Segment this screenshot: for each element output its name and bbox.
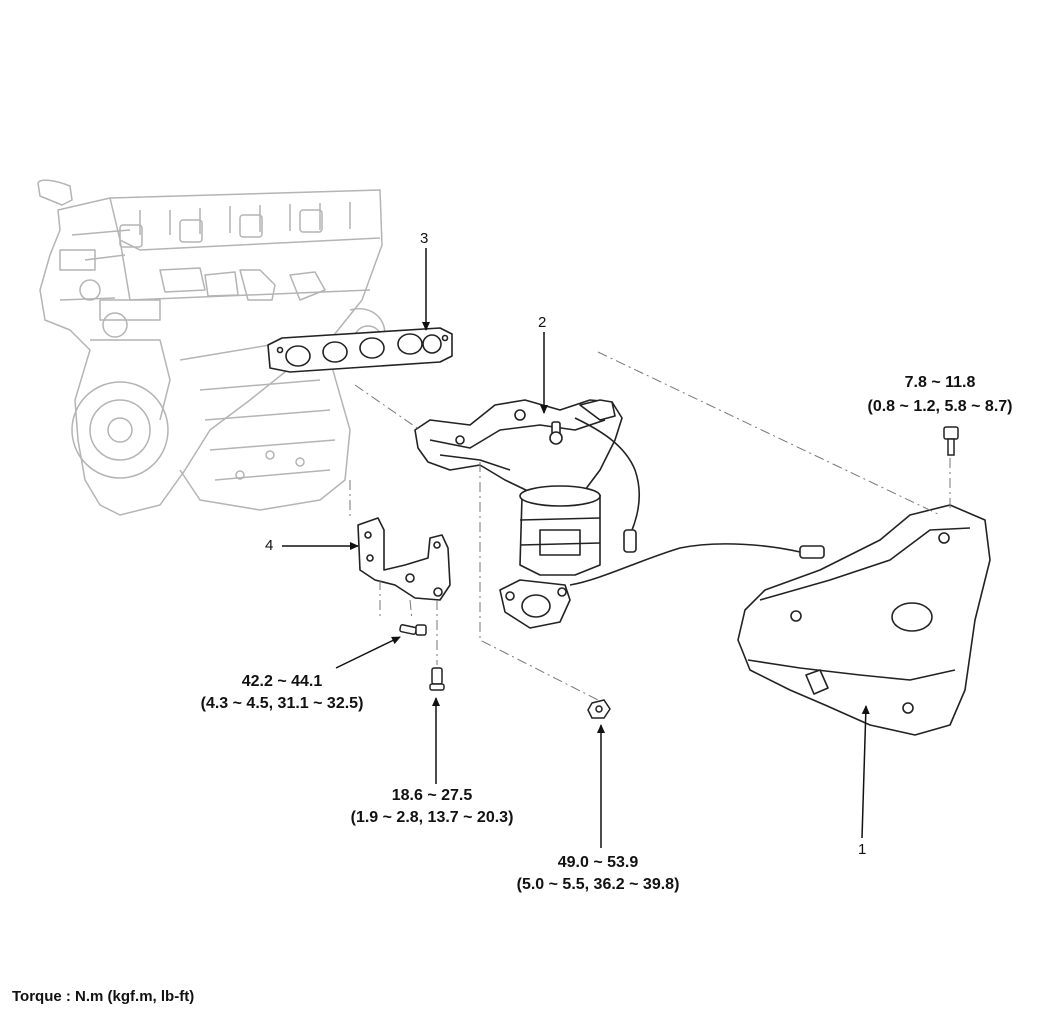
callout-part-2: 2	[538, 314, 547, 331]
torque-units-note: Torque : N.m (kgf.m, lb-ft)	[12, 988, 195, 1005]
torque-nm: 49.0 ~ 53.9	[557, 854, 639, 871]
callout-part-4: 4	[265, 537, 274, 554]
torque-manifold-nut: 49.0 ~ 53.9 (5.0 ~ 5.5, 36.2 ~ 39.8)	[517, 853, 680, 895]
torque-alt: (5.0 ~ 5.5, 36.2 ~ 39.8)	[516, 876, 680, 893]
torque-manifold-bolt: 18.6 ~ 27.5 (1.9 ~ 2.8, 13.7 ~ 20.3)	[351, 786, 514, 828]
exhaust-manifold	[414, 399, 825, 629]
torque-nm: 42.2 ~ 44.1	[241, 673, 323, 690]
callout-part-1: 1	[858, 841, 867, 858]
bolt-icon	[943, 426, 959, 456]
torque-heat-protector-bolt: 7.8 ~ 11.8 (0.8 ~ 1.2, 5.8 ~ 8.7)	[868, 373, 1013, 417]
manifold-bracket	[357, 517, 451, 601]
bolt-icon	[429, 667, 445, 691]
nut-icon	[587, 699, 611, 719]
callout-part-3: 3	[420, 230, 429, 247]
manifold-gasket	[267, 327, 453, 373]
engine-block-ghost	[37, 179, 386, 516]
torque-nm: 18.6 ~ 27.5	[391, 787, 473, 804]
heat-protector	[737, 504, 991, 736]
torque-nm: 7.8 ~ 11.8	[904, 374, 976, 391]
torque-alt: (4.3 ~ 4.5, 31.1 ~ 32.5)	[200, 695, 364, 712]
leader-lines	[282, 248, 870, 848]
torque-alt: (0.8 ~ 1.2, 5.8 ~ 8.7)	[867, 398, 1013, 415]
torque-bracket-bolt: 42.2 ~ 44.1 (4.3 ~ 4.5, 31.1 ~ 32.5)	[201, 672, 364, 714]
torque-alt: (1.9 ~ 2.8, 13.7 ~ 20.3)	[350, 809, 514, 826]
bolt-icon	[399, 624, 427, 636]
alignment-lines	[349, 351, 951, 701]
